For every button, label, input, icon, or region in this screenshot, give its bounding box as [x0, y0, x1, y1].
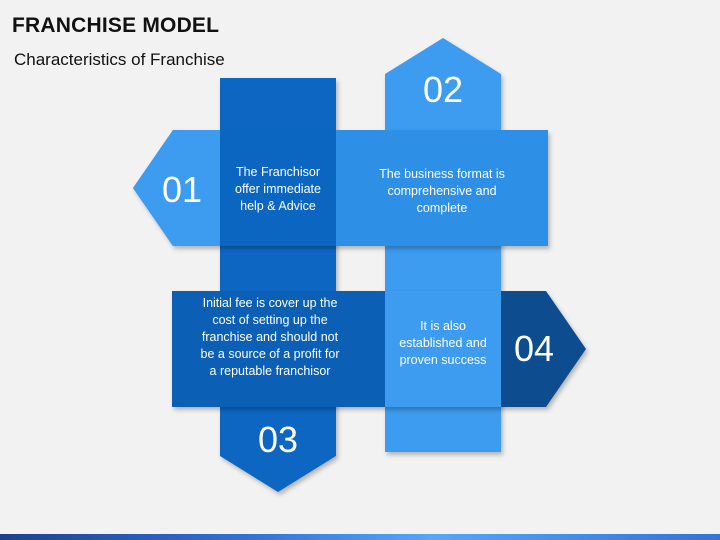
number-02: 02 — [422, 69, 464, 110]
text-02: The business format is comprehensive and… — [379, 167, 505, 215]
page-title: FRANCHISE MODEL — [12, 14, 220, 37]
text-03: Initial fee is cover up the cost of sett… — [200, 296, 340, 378]
arrow-03-band-segment — [172, 291, 385, 407]
number-01: 01 — [161, 169, 203, 210]
bottom-accent-bar — [0, 534, 720, 540]
text-01: The Franchisor offer immediate help & Ad… — [235, 165, 321, 213]
arrow-02-overlap — [385, 291, 501, 407]
number-03: 03 — [257, 419, 299, 460]
arrow-03-overlap — [220, 130, 336, 246]
text-04: It is also established and proven succes… — [399, 319, 487, 367]
arrow-01-head — [133, 130, 220, 246]
number-04: 04 — [513, 328, 555, 369]
page-subtitle: Characteristics of Franchise — [14, 50, 225, 69]
